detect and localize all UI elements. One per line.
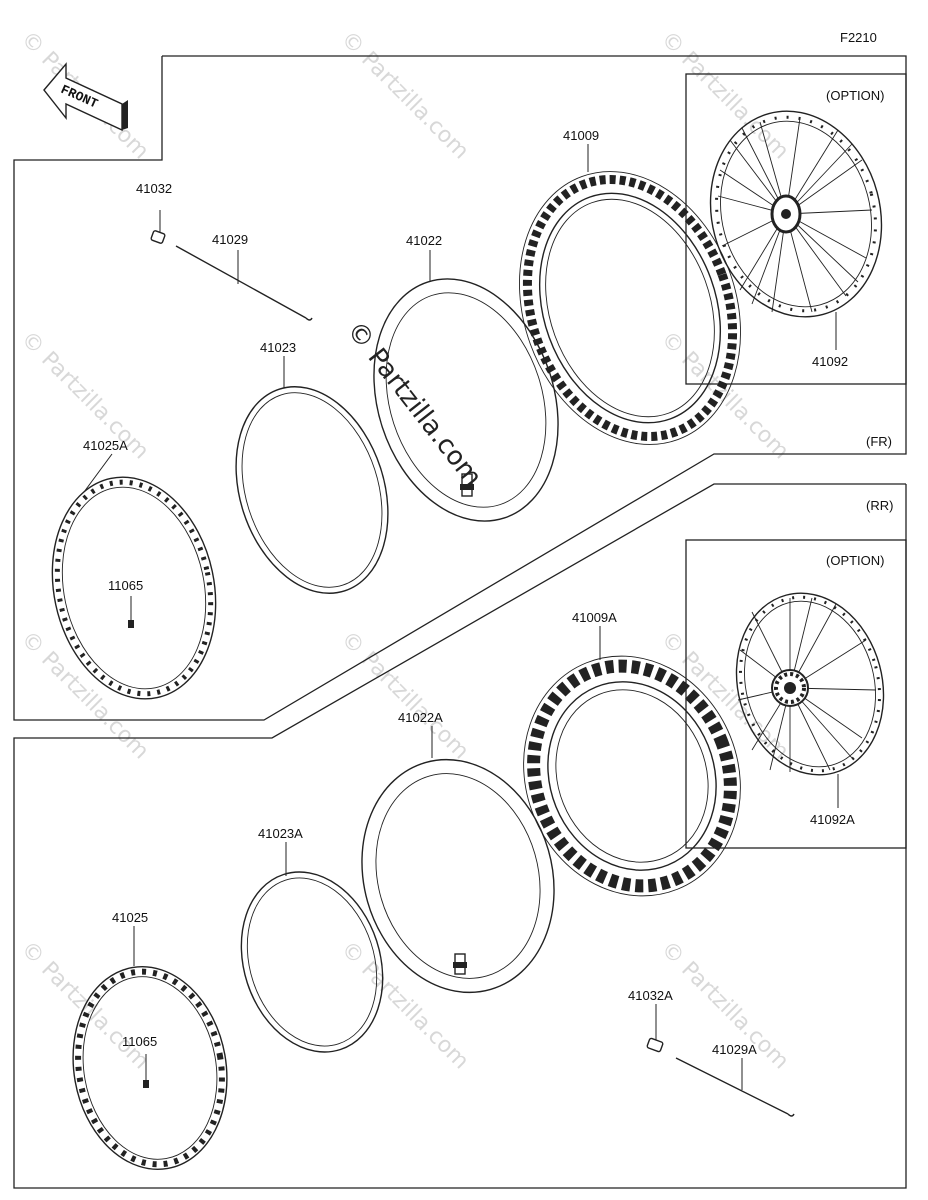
watermark: © Partzilla.com	[336, 937, 474, 1075]
watermark: © Partzilla.com	[656, 327, 794, 465]
front-option-label: (OPTION)	[826, 88, 885, 103]
rear-rim-41025	[72, 926, 228, 1171]
part-label-41023A[interactable]: 41023A	[258, 826, 303, 841]
front-section-label: (FR)	[866, 434, 892, 449]
center-watermark: © Partzilla.com	[340, 316, 487, 493]
part-label-11065-front[interactable]: 11065	[108, 578, 143, 593]
rim-band-41023A	[240, 842, 384, 1053]
front-rim-41025A	[51, 453, 217, 700]
part-label-41022A[interactable]: 41022A	[398, 710, 443, 725]
spoke-41029	[175, 245, 313, 321]
part-label-41009[interactable]: 41009	[563, 128, 599, 143]
rim-band-41023	[235, 356, 389, 594]
rear-wheel-41092A	[735, 592, 885, 808]
part-label-11065-rear[interactable]: 11065	[122, 1034, 157, 1049]
rear-section-label: (RR)	[866, 498, 893, 513]
part-label-41009A[interactable]: 41009A	[572, 610, 617, 625]
part-label-41022[interactable]: 41022	[406, 233, 442, 248]
rear-option-label: (OPTION)	[826, 553, 885, 568]
watermark: © Partzilla.com	[336, 27, 474, 165]
diagram-code: F2210	[840, 30, 877, 45]
rear-option-box	[685, 539, 907, 849]
front-wheel-41092	[709, 110, 883, 350]
valve-cap-41032	[150, 210, 166, 244]
front-tire-41009	[519, 144, 741, 445]
valve-cap-41032A	[646, 1004, 664, 1053]
part-label-41023[interactable]: 41023	[260, 340, 296, 355]
rear-tire-41009A	[523, 626, 741, 897]
part-label-41025A[interactable]: 41025A	[83, 438, 128, 453]
inner-tube-41022	[373, 250, 559, 522]
part-label-41032[interactable]: 41032	[136, 181, 172, 196]
part-label-41092A[interactable]: 41092A	[810, 812, 855, 827]
watermark: © Partzilla.com	[16, 627, 154, 765]
part-label-41032A[interactable]: 41032A	[628, 988, 673, 1003]
part-label-41025[interactable]: 41025	[112, 910, 148, 925]
part-label-41029[interactable]: 41029	[212, 232, 248, 247]
watermark: © Partzilla.com	[336, 627, 474, 765]
inner-tube-41022A	[361, 726, 555, 994]
spoke-41029A	[675, 1057, 795, 1117]
watermark: © Partzilla.com	[656, 27, 794, 165]
rear-frame	[13, 483, 907, 1189]
front-option-box	[685, 73, 907, 385]
part-label-41092[interactable]: 41092	[812, 354, 848, 369]
part-label-41029A[interactable]: 41029A	[712, 1042, 757, 1057]
